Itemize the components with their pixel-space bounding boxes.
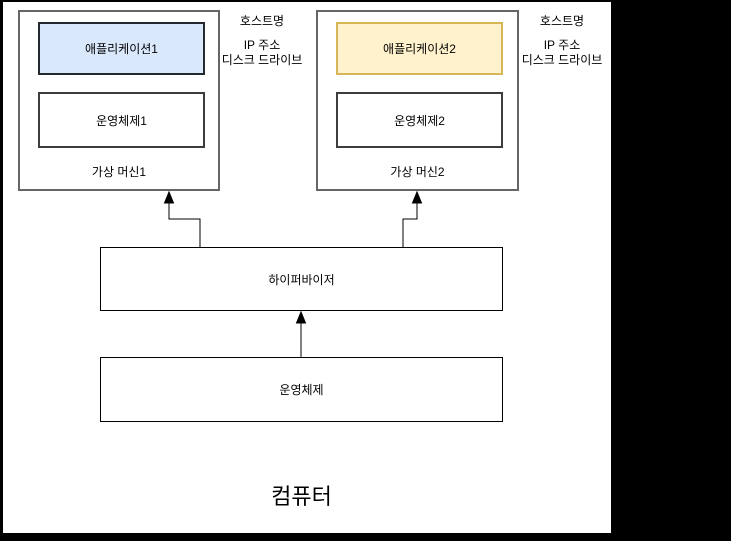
vm1-os-label: 운영체제1 (96, 113, 147, 128)
vm1-hostname-text: 호스트명 (239, 14, 285, 28)
vm2-label: 가상 머신2 (390, 164, 445, 179)
vm1-disk-text: 디스크 드라이브 (221, 53, 303, 67)
arrow-host-os-to-hypervisor (295, 310, 307, 357)
vm2-annotation: 호스트명 IP 주소 디스크 드라이브 (519, 14, 605, 68)
arrow-hypervisor-to-vm1 (163, 190, 201, 247)
host-os-label: 운영체제 (279, 383, 324, 397)
vm2-os-label: 운영체제2 (394, 113, 445, 128)
vm2-hostname-text: 호스트명 (539, 14, 585, 28)
hypervisor-label: 하이퍼바이저 (268, 272, 335, 287)
vm1-annotation: 호스트명 IP 주소 디스크 드라이브 (219, 14, 305, 68)
vm1-os-node: 운영체제1 (38, 92, 205, 148)
hypervisor-node: 하이퍼바이저 (100, 247, 503, 311)
vm2-os-node: 운영체제2 (336, 92, 503, 148)
vm2-disk-text: 디스크 드라이브 (521, 53, 603, 67)
vm1-box: 애플리케이션1 운영체제1 가상 머신1 (18, 10, 220, 191)
arrow-hypervisor-to-vm2 (402, 190, 423, 247)
host-os-node: 운영체제 (100, 357, 503, 422)
vm1-ip-text: IP 주소 (243, 38, 281, 52)
vm1-application-label: 애플리케이션1 (85, 42, 158, 56)
vm2-ip-text: IP 주소 (543, 38, 581, 52)
vm2-application-label: 애플리케이션2 (383, 42, 456, 56)
vm1-application-node: 애플리케이션1 (38, 22, 205, 75)
vm1-label: 가상 머신1 (91, 164, 147, 179)
vm2-box: 애플리케이션2 운영체제2 가상 머신2 (316, 10, 519, 191)
diagram-sheet: 애플리케이션1 운영체제1 가상 머신1 호스트명 IP 주소 디스크 드라이브… (3, 2, 611, 533)
computer-caption: 컴퓨터 (271, 484, 332, 509)
vm2-application-node: 애플리케이션2 (336, 22, 503, 75)
